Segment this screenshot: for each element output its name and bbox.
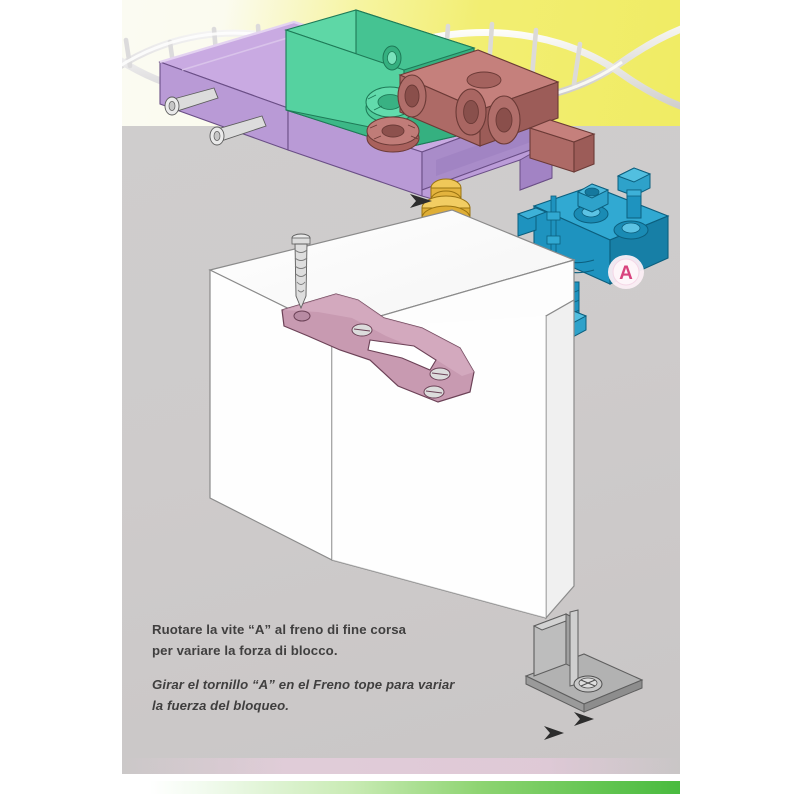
callout-a-badge: A bbox=[608, 255, 644, 289]
door-hanger-plate bbox=[281, 293, 475, 403]
hex-nut bbox=[576, 183, 610, 213]
direction-arrow-icon bbox=[544, 712, 594, 740]
wood-screw bbox=[291, 233, 311, 310]
caption-italian-line2: per variare la forza di blocco. bbox=[152, 643, 338, 658]
rail-bolt bbox=[209, 115, 267, 146]
washer-ring bbox=[366, 116, 420, 153]
footer-haze bbox=[122, 758, 680, 776]
direction-arrow-icon bbox=[410, 194, 432, 208]
rail-bolt bbox=[164, 87, 219, 116]
brake-stop-block bbox=[516, 185, 670, 285]
green-accent-bar bbox=[150, 781, 680, 794]
content-panel: A bbox=[122, 0, 680, 800]
brake-bolt-upper bbox=[616, 167, 652, 219]
carriage-wheel bbox=[397, 74, 427, 118]
caption-spanish-line2: la fuerza del bloqueo. bbox=[152, 698, 290, 713]
carriage-wheel bbox=[455, 88, 487, 136]
floor-guide-bracket bbox=[524, 609, 644, 713]
callout-a-label: A bbox=[619, 263, 633, 284]
caption-italian: Ruotare la vite “A” al freno di fine cor… bbox=[152, 619, 406, 661]
carriage-wheel bbox=[487, 95, 521, 145]
caption-spanish-line1: Girar el tornillo “A” en el Freno tope p… bbox=[152, 677, 455, 692]
caption-italian-line1: Ruotare la vite “A” al freno di fine cor… bbox=[152, 622, 407, 637]
door-panel bbox=[208, 209, 576, 620]
technical-illustration: A bbox=[122, 9, 680, 740]
caption-spanish: Girar el tornillo “A” en el Freno tope p… bbox=[152, 674, 455, 716]
